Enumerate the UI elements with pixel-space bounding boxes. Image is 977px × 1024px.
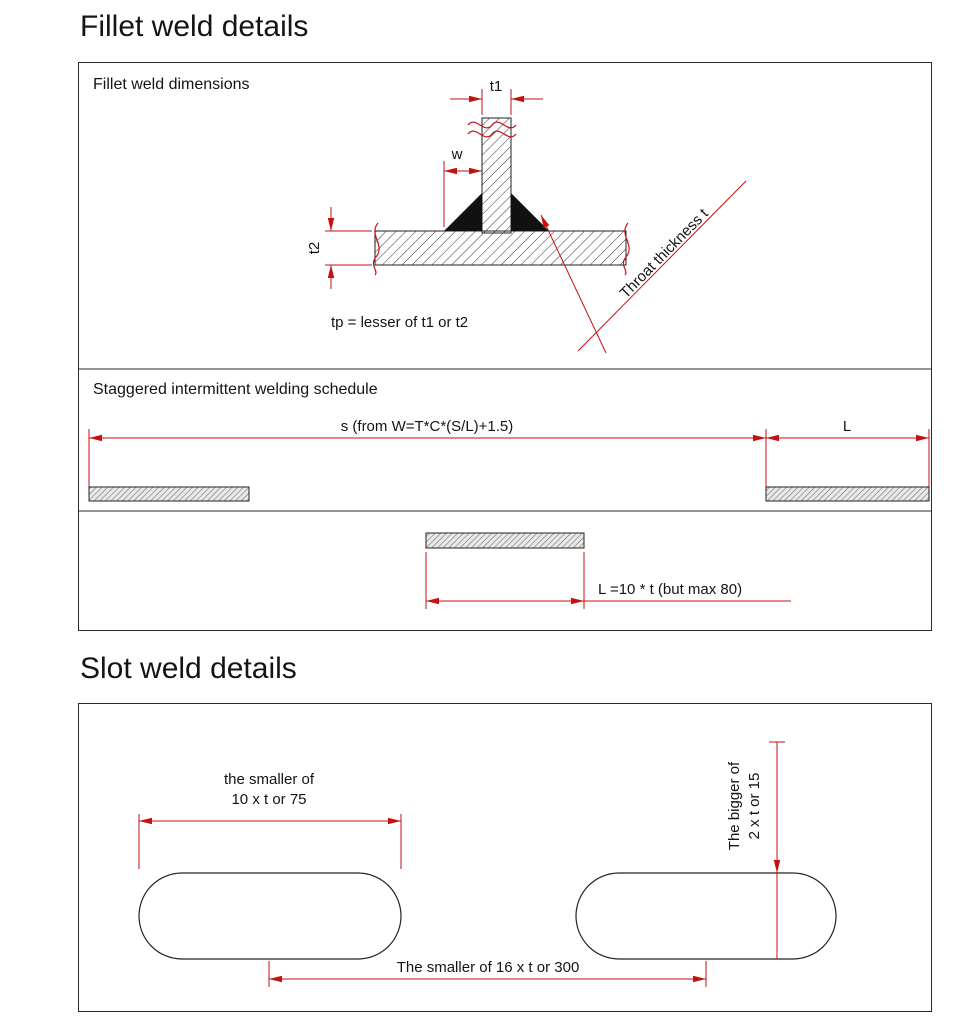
slot-length-dimension	[138, 814, 402, 869]
slot-panel: the smaller of 10 x t or 75 The bigger o…	[78, 703, 932, 1012]
fillet-dims-label: Fillet weld dimensions	[93, 76, 250, 93]
slot-length-label-1: the smaller of	[224, 771, 315, 788]
w-label: w	[451, 146, 463, 163]
tp-note: tp = lesser of t1 or t2	[331, 314, 468, 331]
slot-right	[575, 872, 837, 960]
t2-dimension: t2	[306, 207, 372, 289]
s-dimension: s (from W=T*C*(S/L)+1.5)	[88, 418, 767, 487]
schedule-label: Staggered intermittent welding schedule	[93, 381, 378, 398]
weld-segment-middle	[425, 532, 585, 549]
t1-label: t1	[490, 78, 503, 95]
slot-height-dimension	[769, 741, 785, 959]
fillet-diagram: Fillet weld dimensions t1 w	[79, 76, 931, 609]
throat-annotation: Throat thickness t	[540, 180, 747, 354]
fillet-weld-left	[444, 193, 482, 231]
w-dimension: w	[443, 146, 482, 227]
t1-dimension: t1	[450, 78, 543, 115]
horizontal-plate	[374, 230, 627, 266]
slot-diagram: the smaller of 10 x t or 75 The bigger o…	[138, 741, 837, 987]
slot-title: Slot weld details	[80, 652, 297, 685]
break-line-top-1	[467, 121, 517, 129]
l-note: L =10 * t (but max 80)	[598, 581, 742, 598]
l-note-dimension: L =10 * t (but max 80)	[425, 552, 791, 609]
throat-label: Throat thickness t	[617, 205, 713, 302]
slot-pitch-dimension: The smaller of 16 x t or 300	[268, 959, 707, 987]
fillet-title: Fillet weld details	[80, 10, 309, 43]
break-line-left	[372, 222, 380, 276]
s-formula-label: s (from W=T*C*(S/L)+1.5)	[341, 418, 514, 435]
weld-segment-left	[88, 486, 250, 502]
t2-label: t2	[306, 242, 323, 255]
l-label: L	[843, 418, 851, 435]
break-line-top-2	[467, 130, 517, 138]
slot-height-label-2: 2 x t or 15	[746, 773, 763, 840]
fillet-weld-right	[511, 193, 549, 231]
fillet-panel: Fillet weld dimensions t1 w	[78, 62, 932, 631]
slot-height-label-1: The bigger of	[726, 761, 743, 850]
pitch-note: The smaller of 16 x t or 300	[397, 959, 580, 976]
l-dimension: L	[766, 418, 930, 487]
slot-length-label-2: 10 x t or 75	[231, 791, 306, 808]
slot-left	[138, 872, 402, 960]
weld-segment-right	[765, 486, 930, 502]
break-line-right	[622, 222, 630, 276]
